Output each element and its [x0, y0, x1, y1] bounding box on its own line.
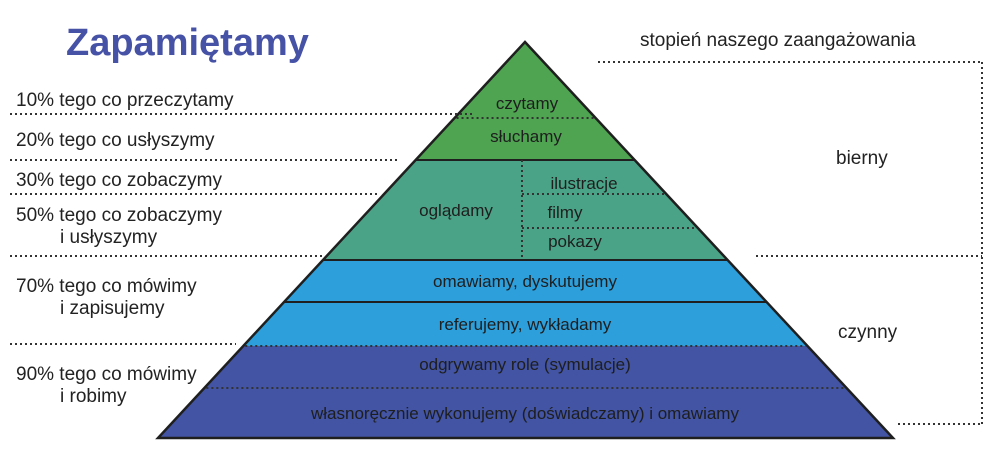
retention-label-20-text: 20% tego co usłyszymy [16, 130, 215, 151]
pyramid-level-label-3: oglądamy [419, 201, 493, 220]
pyramid-subitem-label-3: pokazy [548, 232, 602, 251]
pyramid-level-label-5: referujemy, wykładamy [439, 315, 612, 334]
engagement-header: stopień naszego zaangażowania [640, 30, 916, 51]
retention-label-70-line1: 70% tego co mówimy [16, 276, 197, 297]
pyramid-level-label-4: omawiamy, dyskutujemy [433, 272, 617, 291]
page-title: Zapamiętamy [66, 22, 309, 64]
engagement-active-label: czynny [838, 322, 898, 343]
retention-label-90-line2: i robimy [60, 386, 127, 407]
pyramid-band-4 [284, 260, 767, 302]
pyramid-band-3 [322, 160, 728, 260]
retention-label-50-line2: i usłyszymy [60, 227, 158, 248]
retention-label-30: 30% tego co zobaczymy [16, 170, 222, 192]
pyramid-band-1 [454, 42, 596, 118]
pyramid-level-label-1: czytamy [496, 94, 559, 113]
pyramid-subitem-label-1: ilustracje [550, 174, 617, 193]
pyramid-level-label-7: własnoręcznie wykonujemy (doświadczamy) … [310, 404, 739, 423]
pyramid-outline [155, 40, 896, 440]
pyramid-level-label-6: odgrywamy role (symulacje) [419, 355, 631, 374]
pyramid-band-6 [204, 346, 847, 388]
pyramid-band-5 [243, 302, 808, 346]
pyramid-band-7 [158, 388, 893, 438]
retention-label-50-line1: 50% tego co zobaczymy [16, 205, 222, 226]
retention-label-10: 10% tego co przeczytamy [16, 90, 234, 112]
pyramid-subitem-label-2: filmy [548, 203, 583, 222]
retention-label-70-line2: i zapisujemy [60, 298, 165, 319]
pyramid-level-label-2: słuchamy [490, 127, 562, 146]
retention-label-10-text: 10% tego co przeczytamy [16, 90, 234, 111]
pyramid-band-2 [415, 118, 635, 160]
engagement-passive-label: bierny [836, 148, 888, 169]
retention-label-90-line1: 90% tego co mówimy [16, 364, 197, 385]
retention-label-30-text: 30% tego co zobaczymy [16, 170, 222, 191]
retention-label-20: 20% tego co usłyszymy [16, 130, 215, 152]
